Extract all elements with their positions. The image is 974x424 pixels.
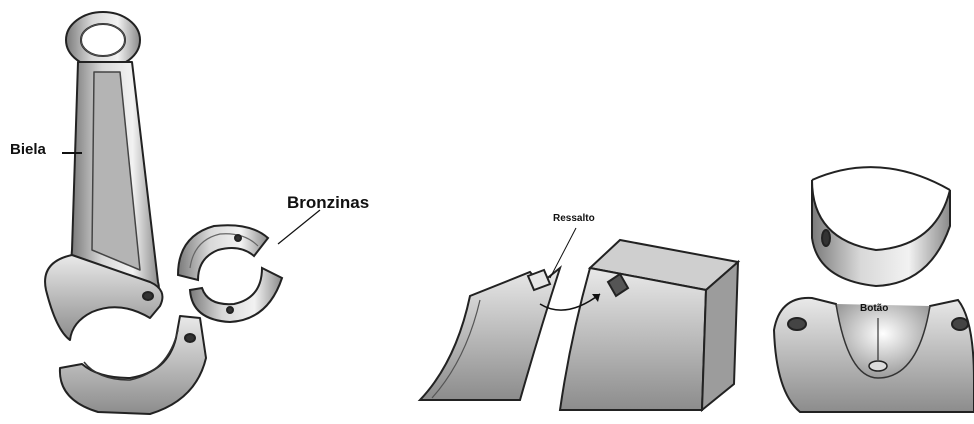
- cap-bolt-hole-left: [788, 318, 806, 330]
- bearing-shell-hole-lower: [227, 307, 233, 313]
- rod-bolt-hole-upper: [143, 292, 153, 300]
- rod-bearing-cap: [60, 316, 206, 414]
- label-ressalto: Ressalto: [553, 213, 595, 224]
- ressalto-leader-line: [550, 228, 576, 278]
- bronzinas-leader-line: [278, 210, 320, 244]
- shell-with-tab: [420, 228, 576, 400]
- label-botao: Botão: [860, 303, 888, 314]
- label-bronzinas: Bronzinas: [287, 193, 369, 213]
- bearing-housing: [560, 240, 738, 410]
- right-bearing-shell: [812, 167, 950, 286]
- right-shell-hole: [822, 230, 830, 246]
- bearing-shell-hole-upper: [235, 235, 241, 241]
- cap-bolt-hole-right: [952, 318, 968, 330]
- rod-small-end: [66, 12, 140, 68]
- housing-block-front: [560, 268, 706, 410]
- connecting-rod: [45, 12, 206, 414]
- bearing-cap-with-dowel: [774, 298, 974, 412]
- right-shell-top-edge: [812, 167, 950, 190]
- label-biela: Biela: [10, 141, 46, 158]
- right-shell-body: [812, 180, 950, 286]
- bearing-shells: [178, 225, 282, 322]
- bearing-shell-lower: [190, 268, 282, 322]
- botao-dowel: [869, 361, 887, 371]
- rod-bolt-hole-lower: [185, 334, 195, 342]
